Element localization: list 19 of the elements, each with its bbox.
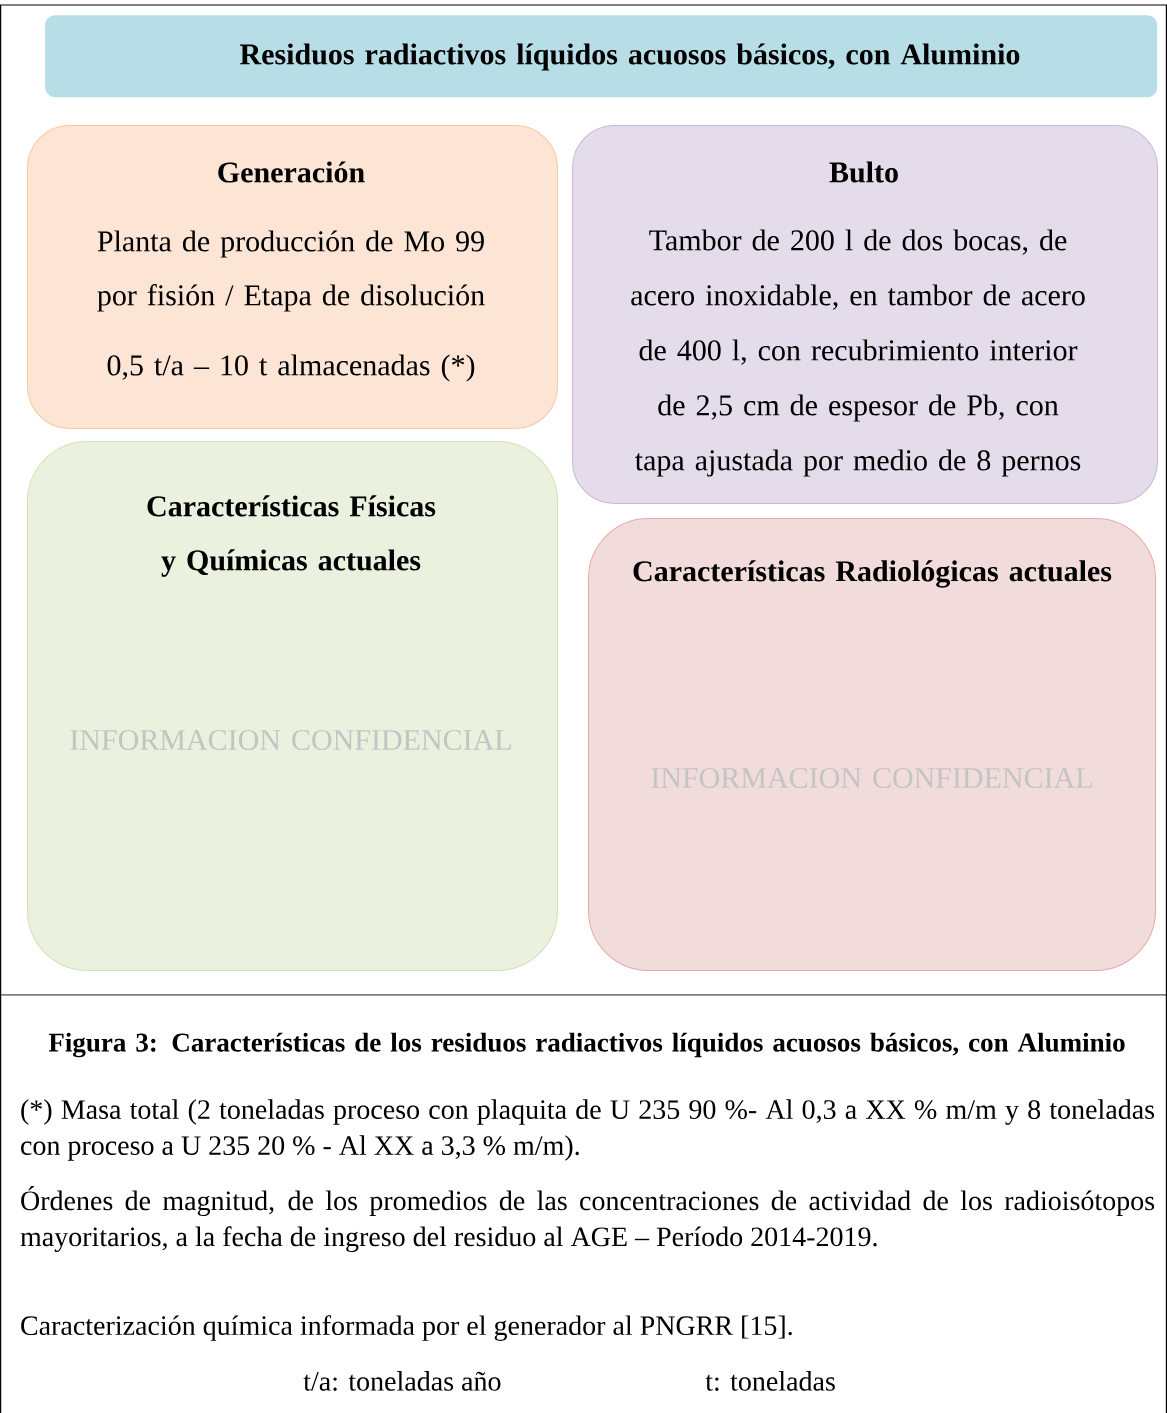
box-text: Tambor de 200 l de dos bocas, de acero inoxidable, en tambor de acero de 400 l, con recubrimiento interior de 2,5 cm de espesor de Pb, con tapa ajustada por medio de 8 pernos — [631, 229, 1085, 477]
title-band — [45, 15, 1158, 98]
rounded-box — [572, 125, 1158, 504]
box-heading: Bulto — [829, 161, 898, 183]
box-text: Planta de producción de Mo 99 por fisión / Etapa de disolución — [97, 230, 485, 312]
note-text: Órdenes de magnitud, de los promedios de las concentraciones de actividad de los radioisótopos mayoritarios, a la fecha de ingreso del residuo al AGE – Período 2014-2019. — [20, 1186, 1155, 1253]
box-heading: Características Físicas y Químicas actuales — [147, 495, 436, 577]
rounded-box — [588, 518, 1156, 971]
rounded-box — [27, 125, 558, 429]
figure-caption: Figura 3: Características de los residuos radiactivos líquidos acuosos básicos, con Aluminio — [48, 1032, 1125, 1058]
note-text: t: toneladas — [705, 1371, 835, 1391]
note-text: t/a: toneladas año — [303, 1371, 501, 1391]
box-heading: Generación — [218, 161, 365, 183]
note-text: Caracterización química informada por el generador al PNGRR [15]. — [21, 1315, 792, 1341]
box-heading: Residuos radiactivos líquidos acuosos básicos, con Aluminio — [240, 43, 1020, 71]
box-text: 0,5 t/a – 10 t almacenadas (*) — [107, 354, 475, 382]
rounded-box — [27, 441, 558, 971]
box-heading: Características Radiológicas actuales — [633, 560, 1112, 588]
note-text: (*) Masa total (2 toneladas proceso con plaquita de U 235 90 %- Al 0,3 a XX % m/m y 8 toneladas con proceso a U 235 20 % - Al XX a 3,3 % m/m). — [21, 1099, 1155, 1161]
